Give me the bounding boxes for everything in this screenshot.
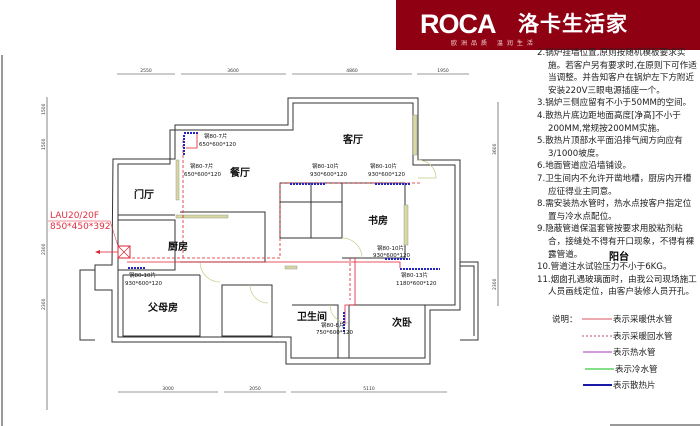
radiators	[128, 132, 440, 332]
note: 8.需安装热水管时，热水点按客户指定位置与冷水点配位。	[537, 199, 692, 222]
slogan: 欧洲品质 温润生活	[451, 40, 537, 47]
dimension-label: 2050	[249, 386, 261, 392]
legend-label: 表示采暖回水管	[613, 331, 673, 342]
room-bathroom: 卫生间	[297, 310, 327, 323]
note: 11.烟囱孔遇玻璃面时，由我公司现场施工人员画线定位，由客户装修人员开孔。	[537, 274, 697, 298]
brand-banner	[396, 0, 700, 50]
dimension-label: 2550	[140, 68, 152, 74]
flue-arrow-icon	[95, 250, 100, 254]
note: 10.管道注水试验压力不小于6KG。	[537, 262, 672, 273]
dimension-label: 2300	[41, 243, 47, 255]
legend-label: 表示热水管	[613, 347, 656, 358]
radiator-size: 930*600*120	[125, 281, 162, 287]
radiator-spec: 钢80-13片	[401, 271, 428, 279]
dimension-label: 1500	[41, 103, 47, 115]
dimension-lines	[46, 73, 499, 410]
legend-label: 表示散热片	[613, 380, 656, 391]
room-living: 客厅	[342, 133, 363, 146]
radiator-size: 750*600*120	[316, 330, 353, 336]
note: 5.散热片顶部水平面沿排气阀方向应有3/1000坡度。	[537, 136, 683, 159]
radiator-spec: 钢80-8片	[321, 321, 344, 329]
construction-notes: 2.锅炉挂墙位置,原则按随机模板要求实施。若客户另有要求时,在原则下可作适当调整…	[537, 47, 699, 299]
dimension-label: 1500	[41, 138, 47, 150]
note: 3.锅炉三侧应留有不小于50MM的空间。	[537, 98, 692, 109]
radiator-size: 650*600*120	[184, 172, 221, 178]
roca-logo-cn: 洛卡生活家	[518, 12, 628, 36]
boiler-size: 850*450*392	[50, 222, 111, 232]
radiator-spec: 钢80-10片	[129, 271, 156, 279]
dimension-label: 4860	[346, 68, 358, 74]
room-parents: 父母房	[147, 301, 178, 314]
radiator-spec: 钢80-10片	[377, 244, 404, 252]
legend: 说明： 表示采暖供水管 表示采暖回水管 表示热水管 表示冷水管 表示散热片	[552, 314, 673, 391]
radiator-spec: 钢80-7片	[190, 162, 213, 170]
radiator-spec: 钢80-7片	[204, 132, 227, 140]
radiator-size: 930*600*120	[368, 172, 405, 178]
legend-label: 表示冷水管	[615, 364, 658, 375]
legend-title: 说明：	[552, 314, 578, 325]
room-dining: 餐厅	[229, 166, 250, 179]
boiler-model: LAU20/20F	[50, 211, 99, 221]
note: 9.隐蔽管道保温套管按要求用胶粘剂粘合，接缝处不得有开口现象，不得有裸露管道。	[537, 224, 695, 260]
note: 2.锅炉挂墙位置,原则按随机模板要求实施。若客户另有要求时,在原则下可作适当调整…	[537, 48, 697, 96]
radiator-size: 650*600*120	[199, 142, 236, 148]
radiator-labels: 钢80-7片 650*600*120 钢80-7片 650*600*120 钢8…	[125, 132, 437, 336]
balcony-label: 阳台	[609, 252, 629, 263]
note: 4.散热片底边距地面高度[净高]不小于200MM,常规按200MM实施。	[537, 110, 681, 134]
dimension-label: 2300	[41, 298, 47, 310]
dimension-label: 3600	[492, 143, 498, 155]
room-study: 书房	[368, 214, 388, 227]
note: 7.卫生间内不允许开凿地槽，厨房内开槽应征得业主同意。	[537, 173, 692, 197]
dimension-label: 2300	[492, 278, 498, 290]
roca-logo: ROCA	[420, 9, 496, 39]
heating-pipes	[127, 132, 420, 325]
radiator-spec: 钢80-10片	[370, 162, 397, 170]
door-swings	[199, 159, 437, 324]
windows	[175, 114, 418, 270]
dimension-label: 1950	[437, 68, 449, 74]
radiator-size: 930*600*120	[373, 253, 410, 259]
radiator-size: 930*600*120	[310, 172, 347, 178]
radiator-size: 1180*600*120	[396, 281, 437, 287]
room-foyer: 门厅	[134, 188, 154, 201]
walls	[79, 97, 479, 365]
dimension-label: 3600	[227, 68, 239, 74]
room-kitchen: 厨房	[168, 240, 188, 253]
note: 6.地面管道应沿墙铺设。	[537, 161, 632, 172]
boiler-flue	[100, 245, 131, 259]
dimension-label: 3000	[162, 386, 174, 392]
dimension-label: 5110	[363, 386, 375, 392]
legend-label: 表示采暖供水管	[613, 314, 673, 325]
room-second-bedroom: 次卧	[392, 316, 412, 329]
radiator-spec: 钢80-10片	[312, 162, 339, 170]
